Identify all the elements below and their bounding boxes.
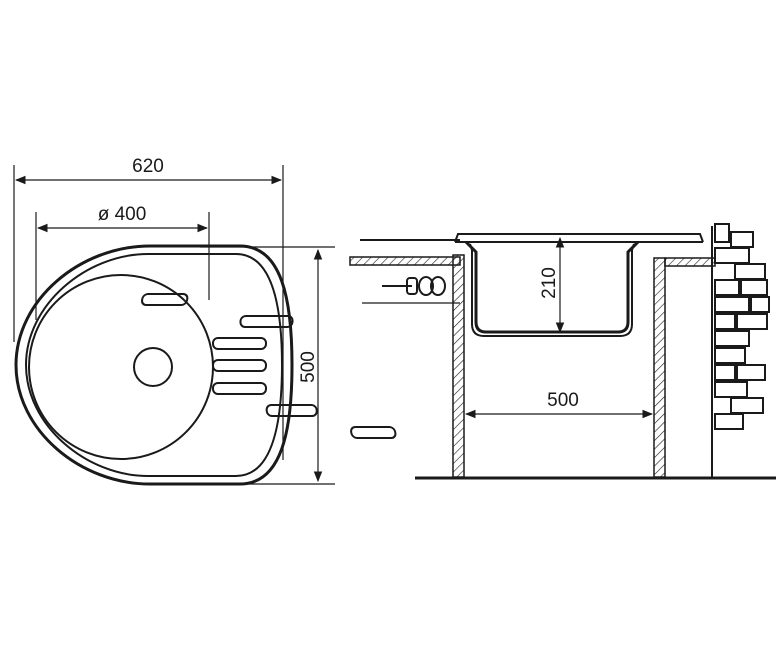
mixer-knob xyxy=(418,276,434,296)
drain-hole xyxy=(133,347,173,387)
brick xyxy=(714,223,730,243)
brick-wall xyxy=(714,223,770,430)
dim-label-210: 210 xyxy=(539,267,560,299)
brick xyxy=(714,347,746,364)
drainboard-ribs xyxy=(141,293,397,439)
drain-rib xyxy=(350,426,397,439)
dim-label-620: 620 xyxy=(132,156,164,177)
brick xyxy=(714,413,744,430)
brick xyxy=(736,313,768,330)
drain-rib xyxy=(212,337,267,350)
brick xyxy=(714,381,748,398)
side-view: 210 500 xyxy=(349,223,776,480)
cabinet-wall-right xyxy=(653,257,666,478)
brick xyxy=(714,364,736,381)
brick xyxy=(714,313,736,330)
sink-flange xyxy=(454,233,704,243)
cabinet-wall-left xyxy=(452,254,465,478)
top-view: 620 ø 400 500 xyxy=(13,156,397,486)
brick xyxy=(750,296,770,313)
sink-inner-rim xyxy=(24,253,284,477)
bowl-section xyxy=(464,240,640,334)
brick xyxy=(740,279,768,296)
dim-label-400: ø 400 xyxy=(98,204,147,225)
countertop-right xyxy=(664,257,716,267)
brick xyxy=(734,263,766,280)
brick xyxy=(714,279,740,296)
sink-outer-rim xyxy=(14,244,294,486)
brick xyxy=(714,330,750,347)
countertop-left xyxy=(349,256,461,266)
dim-label-500-depth: 500 xyxy=(298,351,319,383)
drain-rib xyxy=(212,359,267,372)
brick xyxy=(714,296,750,313)
brick xyxy=(714,247,750,264)
brick xyxy=(736,364,766,381)
dim-label-500-cabinet: 500 xyxy=(547,390,579,411)
bowl-section-inner xyxy=(469,243,635,337)
drain-rib xyxy=(239,315,294,328)
drain-rib xyxy=(212,382,267,395)
mixer-handle xyxy=(406,277,418,295)
drain-rib xyxy=(141,293,189,306)
brick xyxy=(730,397,764,414)
mixer-knob xyxy=(430,276,446,296)
brick xyxy=(730,231,754,248)
